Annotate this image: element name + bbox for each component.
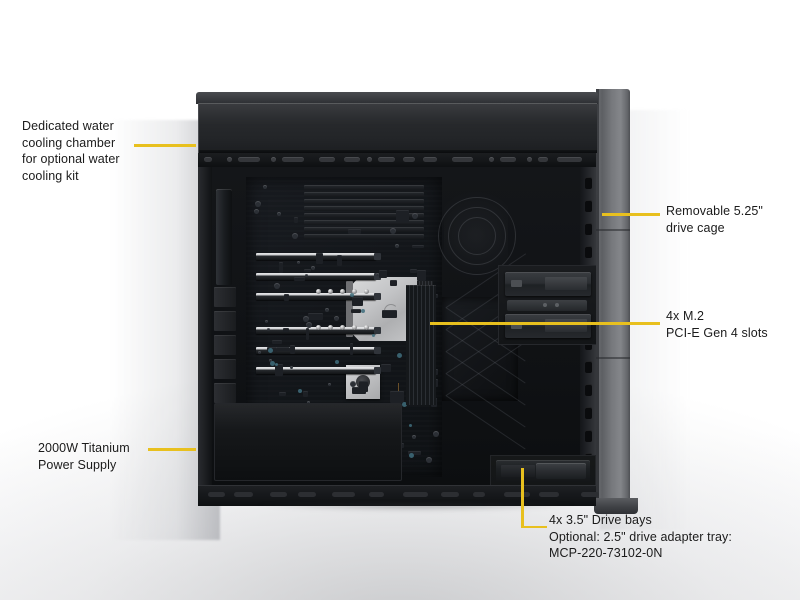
chassis-top-cover	[196, 92, 598, 104]
callout-drive-bays-35-label: 4x 3.5" Drive bays Optional: 2.5" drive …	[549, 513, 732, 560]
dimm-slot	[304, 213, 424, 218]
cage-release-handle	[507, 300, 587, 311]
bay-525-1	[505, 272, 591, 296]
pcie-slot-5	[256, 347, 376, 354]
dimm-slot	[304, 220, 424, 225]
bay-35-1	[496, 460, 590, 482]
callout-m2-slots-label: 4x M.2 PCI-E Gen 4 slots	[666, 309, 768, 340]
water-cooling-chamber	[198, 103, 597, 153]
side-panel-seam	[596, 89, 599, 507]
dimm-slot	[304, 206, 424, 211]
vrm-heatsink	[406, 285, 436, 405]
chassis-foot	[594, 498, 638, 514]
dimm-slot	[304, 185, 424, 190]
callout-power-supply-leader	[148, 448, 196, 451]
chassis-illustration	[190, 89, 642, 514]
power-supply-chamber	[214, 403, 402, 481]
psu-release-tab	[198, 425, 199, 447]
fan-wall	[438, 179, 516, 291]
callout-drive-cage-525-label: Removable 5.25" drive cage	[666, 204, 763, 235]
pcie-slot-3	[256, 293, 376, 300]
callout-power-supply-label: 2000W Titanium Power Supply	[38, 441, 130, 472]
chassis-left-rail	[198, 167, 212, 497]
left-air-duct	[216, 189, 232, 285]
bay-525-2	[505, 314, 591, 338]
dimm-slot	[304, 199, 424, 204]
drive-cage-525	[498, 265, 596, 345]
callout-drive-cage-525-leader	[602, 213, 660, 216]
pcie-slot-6	[256, 367, 376, 374]
dimm-slot	[304, 192, 424, 197]
pcie-slot-4	[256, 327, 376, 334]
callout-m2-slots-leader	[430, 322, 660, 325]
dimm-slot	[304, 234, 424, 239]
chassis-interior	[198, 167, 596, 497]
chassis-shadow	[190, 504, 642, 514]
chassis-base-rail	[198, 485, 599, 506]
callout-water-cooling-leader	[134, 144, 196, 147]
dimm-slot	[304, 227, 424, 232]
right-side-panel	[596, 89, 630, 507]
callout-drive-bays-35-leader	[521, 468, 547, 528]
chamber-divider	[198, 153, 596, 167]
callout-water-cooling-label: Dedicated water cooling chamber for opti…	[22, 119, 120, 183]
pcie-slot-2	[256, 273, 376, 280]
